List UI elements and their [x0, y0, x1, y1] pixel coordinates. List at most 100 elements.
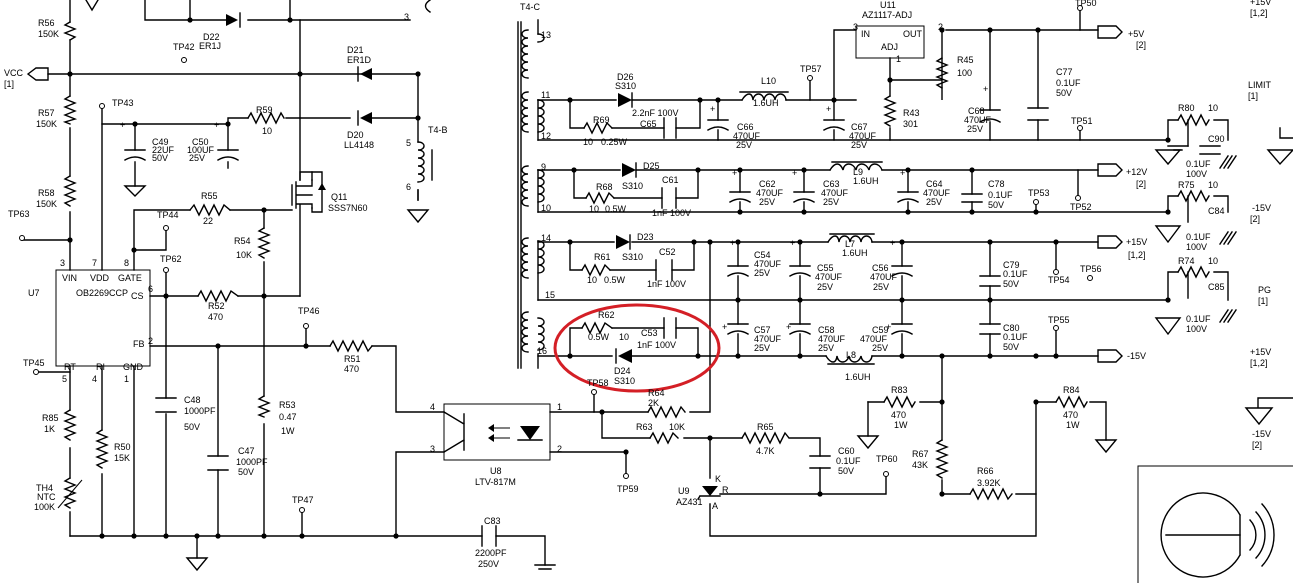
label: 3 [853, 22, 858, 32]
label: [2] [1136, 40, 1146, 50]
label: VIN [62, 273, 77, 283]
label: 10 [1208, 256, 1218, 266]
label: 10K [236, 250, 252, 260]
label: TP57 [800, 64, 822, 74]
t4c-winding [517, 19, 545, 369]
label: 10 [589, 204, 599, 214]
label: C78 [988, 179, 1005, 189]
label: R [722, 485, 729, 495]
label: ER1J [199, 41, 221, 51]
label: TP42 [173, 42, 195, 52]
label: U11 [880, 0, 896, 10]
svg-text:+: + [983, 84, 988, 94]
label: TH4 [36, 483, 53, 493]
label: 2200PF [475, 548, 507, 558]
label: AZ431 [676, 497, 703, 507]
label: 1 [557, 402, 562, 412]
secondary-inductors [739, 91, 883, 365]
label: AZ1117-ADJ [862, 10, 912, 20]
label: R51 [344, 354, 361, 364]
label: TP55 [1048, 315, 1070, 325]
label: 150K [38, 29, 59, 39]
label: D23 [637, 232, 654, 242]
label: D24 [614, 366, 631, 376]
label: 14 [541, 233, 551, 243]
label: 2.2nF 100V [632, 108, 679, 118]
label: 0.47 [279, 412, 297, 422]
label: 50V [152, 153, 168, 163]
label: 10K [669, 422, 685, 432]
label: 25V [754, 268, 770, 278]
label: R57 [38, 108, 55, 118]
label: 11 [541, 90, 550, 100]
label: R75 [1178, 180, 1195, 190]
label: 15K [114, 453, 130, 463]
label: R85 [42, 413, 59, 423]
svg-text:+: + [710, 104, 715, 114]
label: L10 [761, 76, 776, 86]
label: TP58 [587, 378, 609, 388]
output-connectors [26, 25, 1123, 363]
label: L8 [846, 350, 856, 360]
label: Q11 [331, 192, 347, 202]
label: 5 [406, 138, 411, 148]
label: R43 [903, 108, 920, 118]
label: 10 [1208, 103, 1218, 113]
secondary-diodes [615, 92, 721, 500]
label: TP56 [1080, 264, 1102, 274]
label: +15V [1250, 347, 1271, 357]
svg-text:+: + [722, 322, 727, 332]
label: 4 [92, 374, 97, 384]
label: NTC [37, 492, 56, 502]
label: TP59 [617, 484, 639, 494]
label: R63 [636, 422, 653, 432]
label: 100 [957, 68, 972, 78]
test-points [19, 5, 1093, 513]
label: LTV-817M [475, 477, 516, 487]
secondary-capacitors: +++ +++ +++ +++ [655, 84, 1221, 469]
label: 25V [873, 282, 889, 292]
label: TP63 [8, 209, 30, 219]
label: 1.6UH [753, 98, 779, 108]
label: 25V [189, 153, 205, 163]
label: C64 [926, 179, 943, 189]
primary-diodes [226, 12, 372, 126]
label: 470 [344, 364, 359, 374]
label: R67 [912, 449, 929, 459]
label: C49 [152, 137, 169, 147]
label: 0.5W [604, 275, 626, 285]
label: C58 [818, 325, 835, 335]
label: S310 [615, 81, 636, 91]
label: C68 [968, 106, 985, 116]
label: C85 [1208, 282, 1225, 292]
q11-mosfet [291, 171, 326, 213]
logo-block [1137, 465, 1293, 583]
label: -15V [1127, 351, 1146, 361]
label: 1000PF [184, 406, 216, 416]
label: 470UF [821, 188, 849, 198]
label: 25V [754, 343, 770, 353]
label: 1.6UH [853, 176, 879, 186]
label: 1nF 100V [647, 279, 686, 289]
label: OUT [903, 29, 923, 39]
label: C61 [662, 175, 679, 185]
label: [1,2] [1250, 8, 1268, 18]
label: OB2269CCP [76, 288, 128, 298]
svg-text:+: + [786, 322, 791, 332]
label: 100K [34, 502, 55, 512]
u7-controller [55, 269, 151, 367]
label: 5 [62, 374, 67, 384]
label: 10 [587, 275, 597, 285]
label: A [712, 501, 718, 511]
label: ER1D [347, 55, 372, 65]
label: C63 [823, 179, 840, 189]
label: C90 [1208, 134, 1225, 144]
label: SSS7N60 [328, 203, 368, 213]
label: FB [133, 339, 145, 349]
label: 1000PF [236, 457, 268, 467]
label: U8 [490, 466, 502, 476]
label: 12 [541, 131, 551, 141]
label: 1.6UH [845, 372, 871, 382]
label: +5V [1128, 29, 1144, 39]
label: 10 [1208, 180, 1218, 190]
